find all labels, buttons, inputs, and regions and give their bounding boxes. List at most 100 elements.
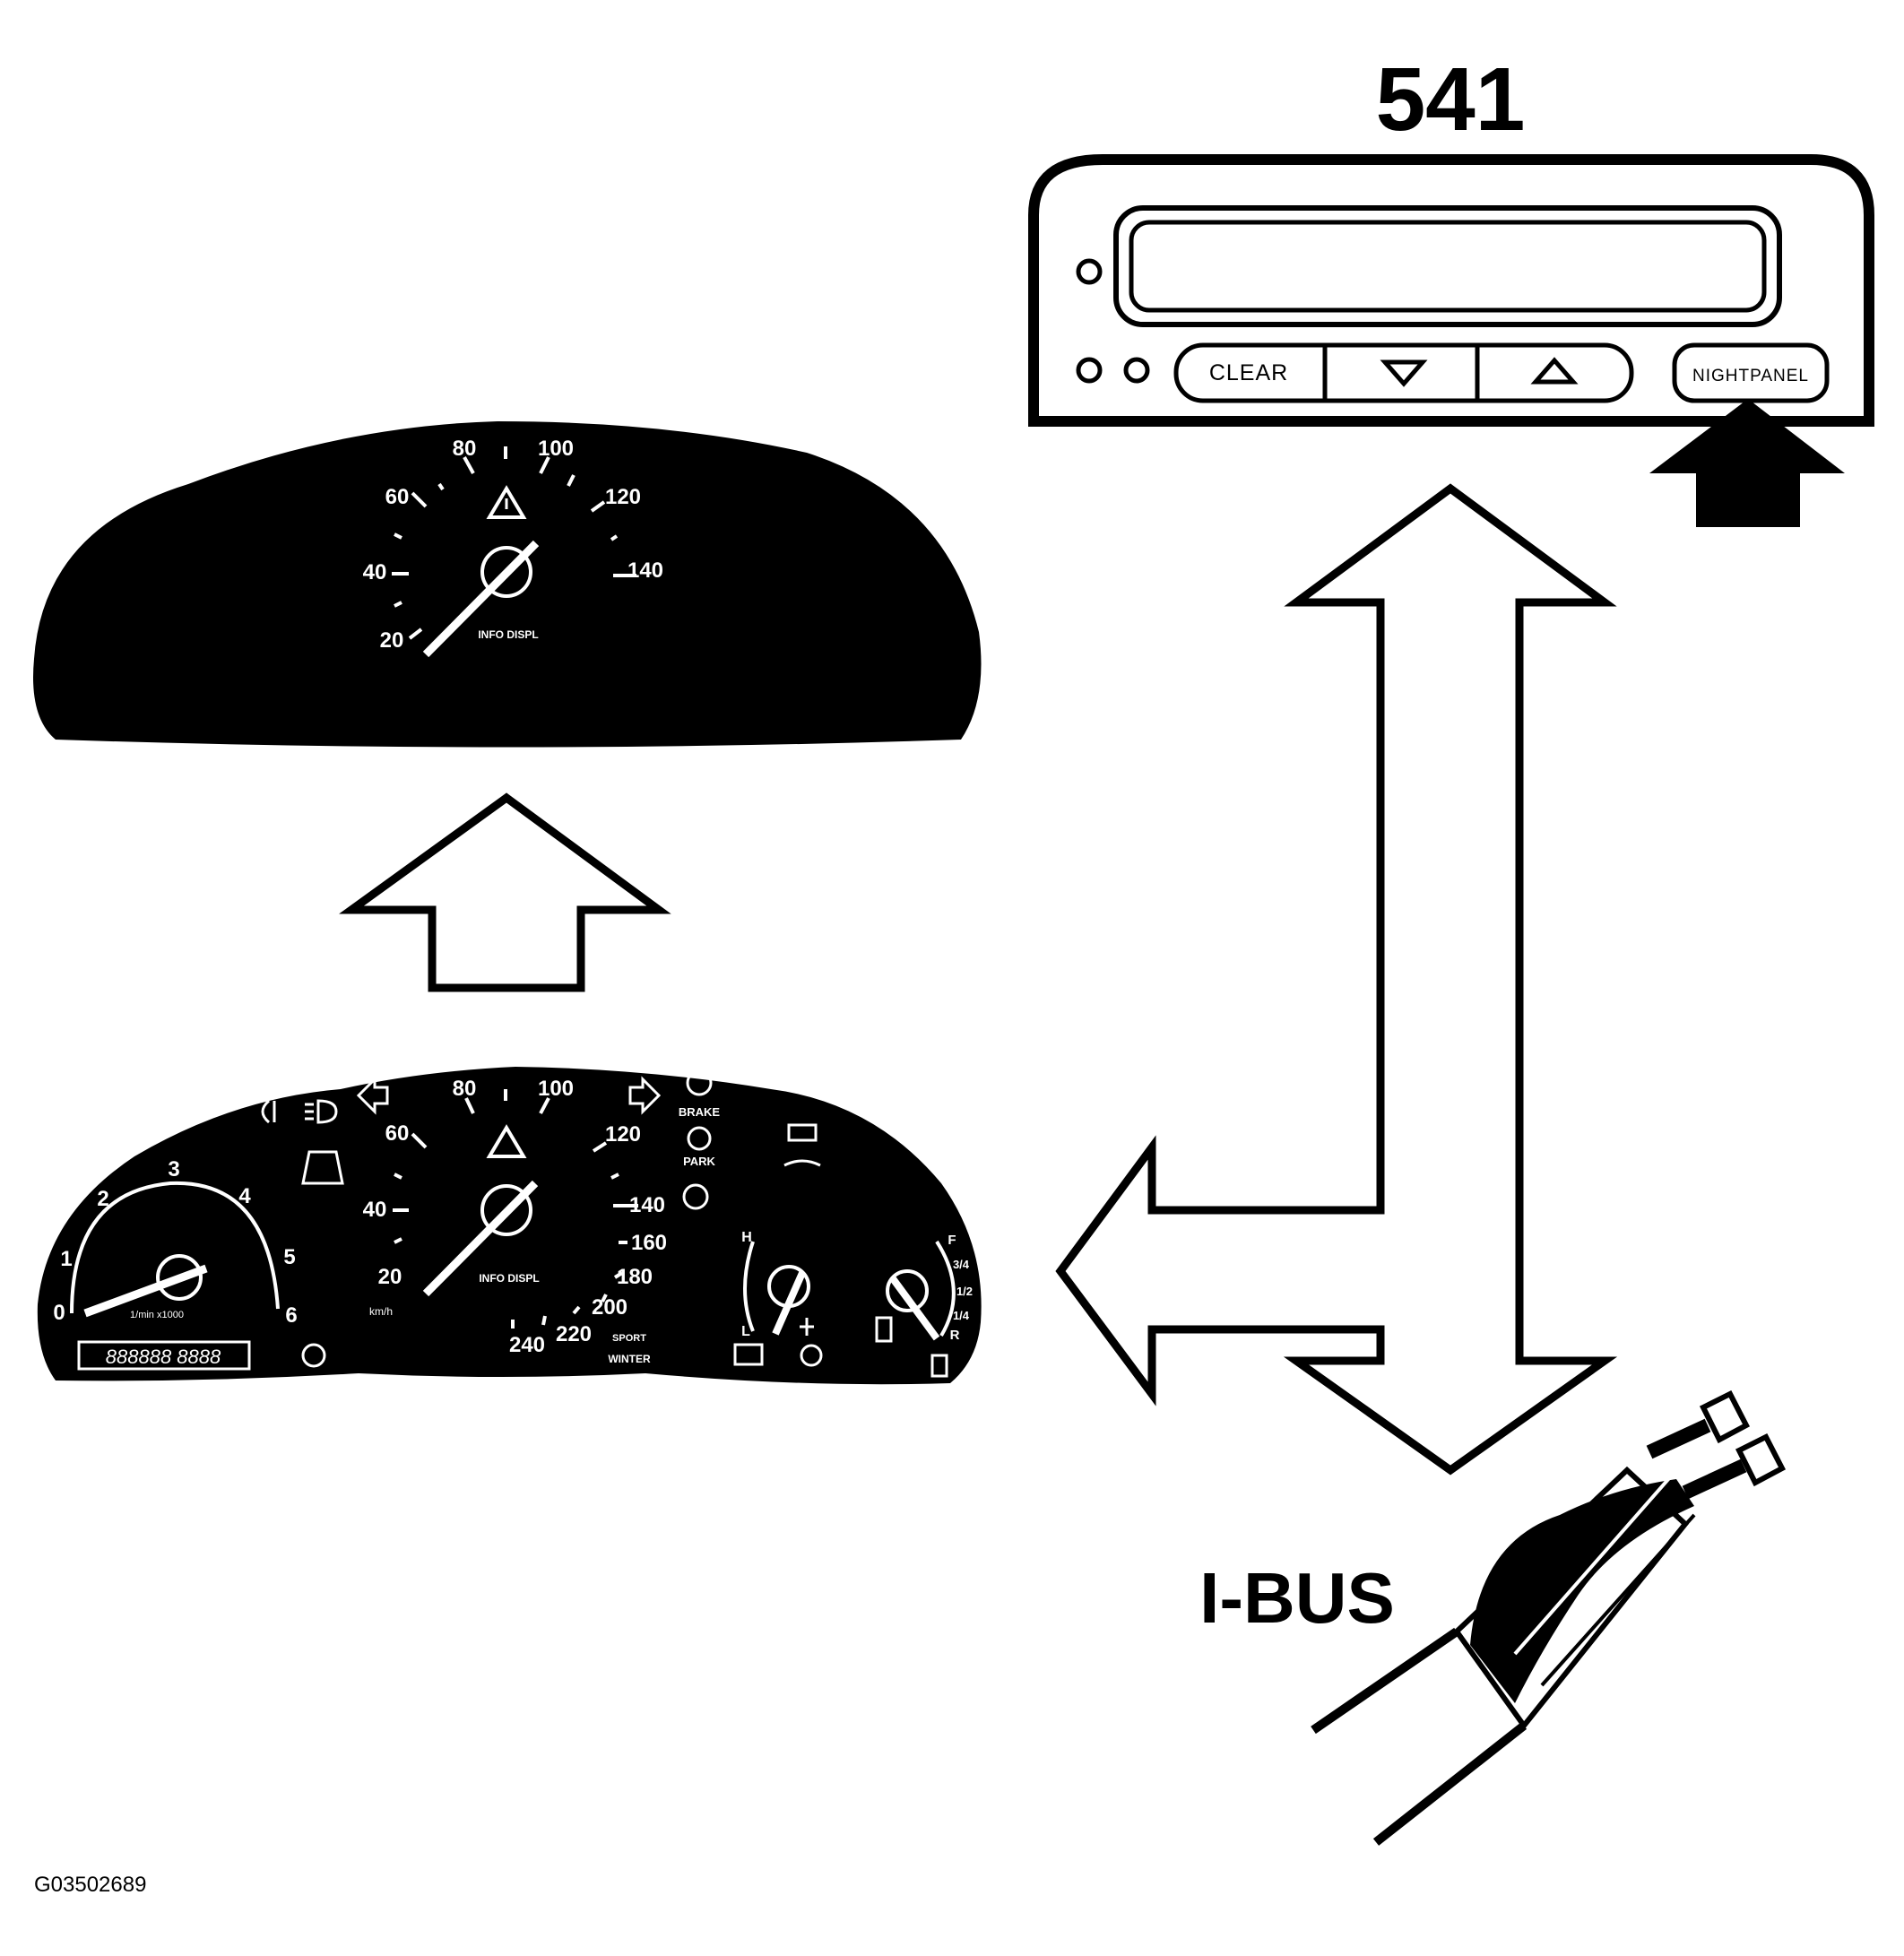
brake-warning-label: BRAKE (679, 1105, 721, 1119)
sid-indicator-left (1076, 357, 1103, 384)
fuel-gauge: F 3/4 1/2 1/4 R (886, 1233, 973, 1343)
tach-tick-4: 4 (238, 1184, 251, 1208)
harness-inner-line-1 (1513, 1468, 1678, 1656)
ibus-wire-harness (1311, 1389, 1787, 1846)
tachometer: 0 1 2 3 4 5 6 1/min x1000 (53, 1157, 297, 1328)
tach-tick-0: 0 (53, 1301, 65, 1325)
full-hazard-warning-icon (486, 1124, 527, 1158)
night-speedo-hub (480, 546, 532, 598)
winter-mode-label: WINTER (608, 1353, 651, 1365)
speed-tick-140: 140 (629, 1193, 665, 1217)
speed-tick-180: 180 (617, 1265, 653, 1289)
oil-pressure-icon (783, 1159, 821, 1167)
fuel-three-quarter-label: 3/4 (953, 1258, 970, 1271)
fuel-full-label: F (948, 1233, 956, 1248)
speed-unit-label: km/h (369, 1305, 393, 1318)
night-panel-cluster: 20 40 60 80 100 120 140 INFO DISPL (33, 421, 982, 748)
check-engine-icon (733, 1343, 764, 1366)
temp-low-label: L (741, 1324, 750, 1339)
full-speedometer: 20 40 60 80 100 120 140 160 180 200 220 … (363, 1077, 667, 1365)
connector-wire-2 (1682, 1458, 1747, 1500)
temp-arc (743, 1241, 755, 1332)
night-info-display-label: INFO DISPL (478, 628, 538, 641)
service-icon (800, 1344, 823, 1367)
fuel-half-label: 1/2 (956, 1285, 973, 1298)
warning-lamps (261, 1069, 948, 1378)
temperature-gauge: H L (741, 1230, 810, 1339)
odometer-readout: 888888 8888 (106, 1346, 221, 1368)
fuel-arc (935, 1240, 956, 1337)
battery-icon (787, 1123, 818, 1142)
park-brake-icon (687, 1126, 712, 1151)
down-button[interactable] (1380, 359, 1428, 387)
connector-wire-1 (1646, 1418, 1711, 1459)
fuel-reserve-label: R (950, 1328, 960, 1343)
night-speedometer: 20 40 60 80 100 120 140 INFO DISPL (363, 437, 663, 658)
harness-inner-line-2 (1540, 1513, 1696, 1687)
sid-display-unit: CLEAR NIGHTPANEL (1028, 154, 1874, 427)
sport-mode-label: SPORT (612, 1333, 646, 1344)
fuel-quarter-label: 1/4 (953, 1309, 970, 1322)
night-speedo-needle (422, 540, 540, 658)
speed-tick-240: 240 (509, 1333, 545, 1357)
sid-indicator-right (1123, 357, 1150, 384)
right-turn-signal-icon (628, 1076, 662, 1115)
ibus-data-arrows (1055, 483, 1618, 1476)
speed-tick-20: 20 (378, 1265, 402, 1289)
speed-tick-60: 60 (385, 1121, 410, 1146)
speed-tick-160: 160 (631, 1231, 667, 1255)
night-cluster-silhouette (33, 421, 982, 748)
cluster-transition-arrow (339, 792, 671, 992)
tach-tick-2: 2 (97, 1187, 108, 1211)
rpm-unit-label: 1/min x1000 (130, 1310, 184, 1320)
unit-number: 541 (1376, 49, 1526, 150)
night-tick-20: 20 (380, 628, 404, 653)
speed-tick-80: 80 (453, 1077, 477, 1101)
fuel-hub (886, 1269, 929, 1312)
speedo-hub (480, 1184, 532, 1236)
night-panel-button-frame (1672, 342, 1830, 403)
left-turn-signal-icon (356, 1076, 389, 1115)
connector-plug-2 (1735, 1432, 1787, 1487)
coolant-icon (800, 1318, 814, 1336)
full-instrument-cluster: 0 1 2 3 4 5 6 1/min x1000 888888 8888 (37, 1067, 982, 1385)
fog-light-icon (261, 1099, 276, 1124)
up-arrow-icon (1530, 357, 1579, 385)
hazard-warning-icon (486, 485, 527, 519)
tach-arc (70, 1181, 280, 1314)
night-tick-100: 100 (538, 437, 574, 461)
speedo-needle (422, 1180, 539, 1297)
tach-tick-6: 6 (285, 1303, 297, 1328)
headlight-icon (305, 1099, 338, 1124)
night-tick-40: 40 (363, 560, 387, 584)
seatbelt-door-icon (301, 1150, 344, 1185)
brake-warning-icon (686, 1069, 713, 1096)
clear-button[interactable]: CLEAR (1209, 360, 1288, 385)
speed-tick-120: 120 (605, 1122, 641, 1147)
speed-tick-40: 40 (363, 1198, 387, 1222)
speed-tick-200: 200 (592, 1295, 627, 1320)
abs-warning-icon (682, 1183, 709, 1210)
tach-needle (83, 1264, 208, 1318)
night-panel-button[interactable]: NIGHTPANEL (1672, 342, 1830, 403)
night-panel-label: NIGHTPANEL (1692, 367, 1809, 385)
speed-tick-220: 220 (556, 1322, 592, 1346)
odometer-frame (77, 1340, 251, 1371)
speed-tick-100: 100 (538, 1077, 574, 1101)
fuel-pump-icon (875, 1316, 893, 1343)
sid-screen (1129, 220, 1767, 313)
up-button[interactable] (1530, 357, 1579, 385)
sid-indicator-top (1076, 258, 1103, 285)
night-tick-140: 140 (627, 558, 663, 583)
tach-hub (156, 1254, 203, 1301)
night-tick-60: 60 (385, 485, 410, 509)
wire-right (1372, 1722, 1528, 1846)
tach-tick-5: 5 (283, 1245, 295, 1269)
connector-plug-1 (1699, 1389, 1751, 1444)
night-tick-120: 120 (605, 485, 641, 509)
night-tick-80: 80 (453, 437, 477, 461)
ibus-label: I-BUS (1199, 1558, 1395, 1638)
clear-button-label: CLEAR (1209, 360, 1288, 385)
harness-wrap (1470, 1479, 1694, 1703)
tach-tick-3: 3 (168, 1157, 179, 1181)
